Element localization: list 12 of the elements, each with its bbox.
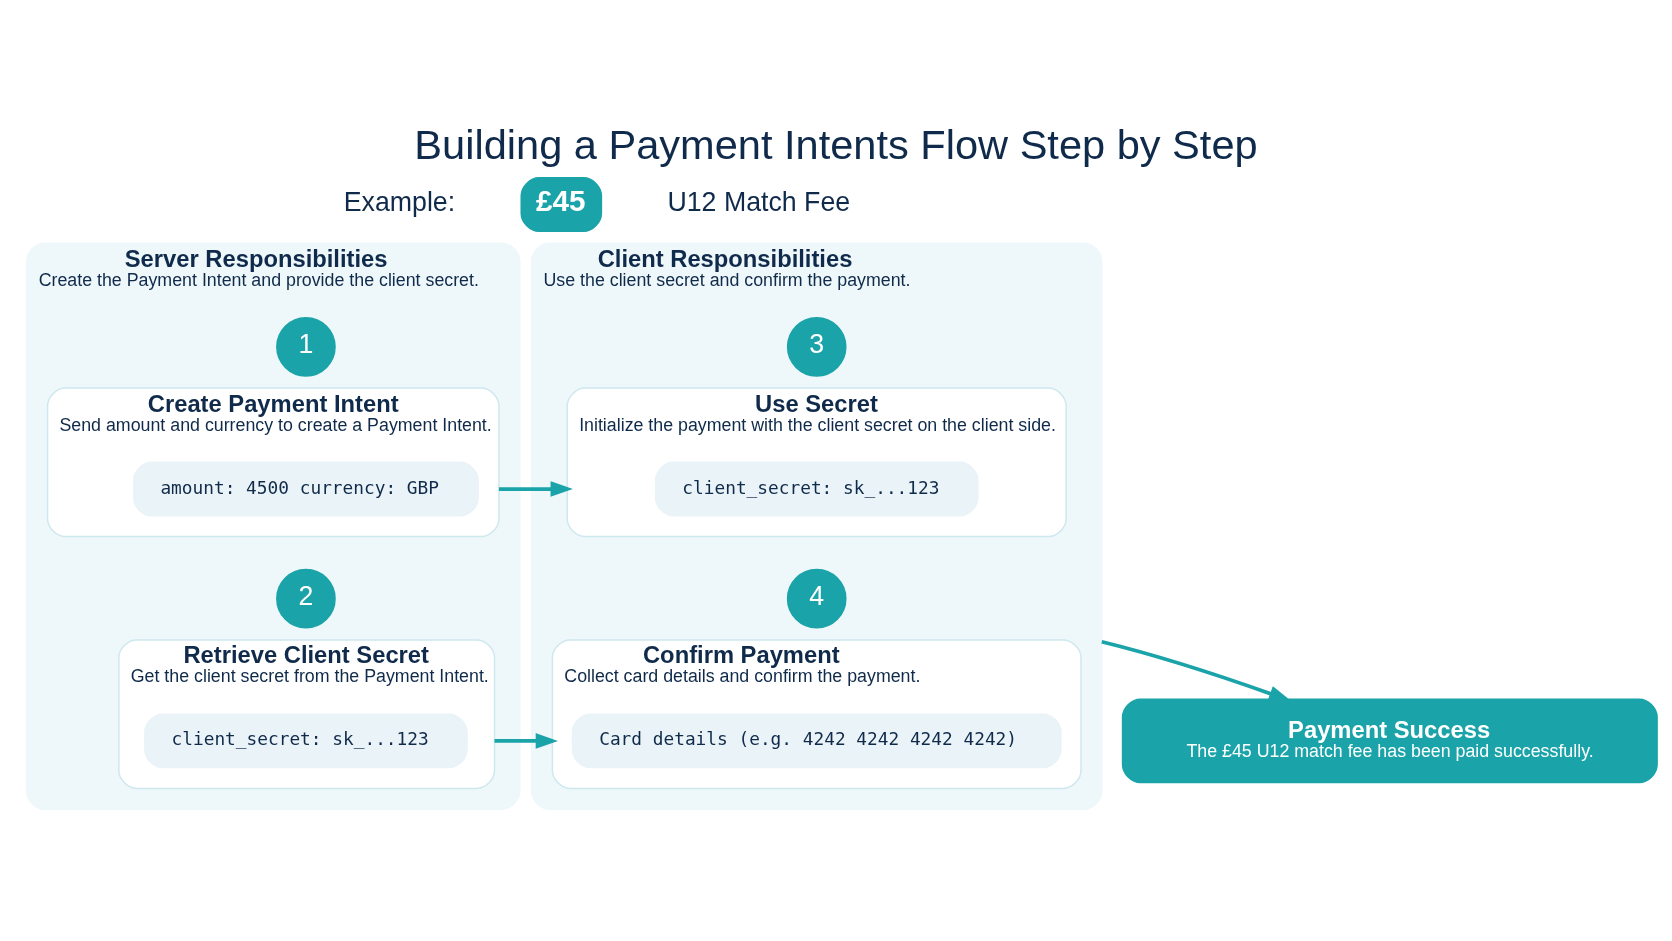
arrow xyxy=(494,733,558,749)
node-circle: 1 xyxy=(276,316,336,377)
arrow xyxy=(498,481,573,497)
node-circle: 2 xyxy=(276,568,336,629)
arrow xyxy=(1101,639,1292,702)
node-box: Payment Success The £45 U12 match fee has been paid successfully. xyxy=(1121,698,1658,784)
node-circle: 3 xyxy=(786,316,847,377)
node-box: £45 xyxy=(520,177,603,233)
diagram-title: Building a Payment Intents Flow Step by Step xyxy=(414,121,1258,169)
label: U12 Match Fee xyxy=(667,187,851,218)
label: Example: xyxy=(343,187,456,218)
node-circle: 4 xyxy=(786,568,847,629)
